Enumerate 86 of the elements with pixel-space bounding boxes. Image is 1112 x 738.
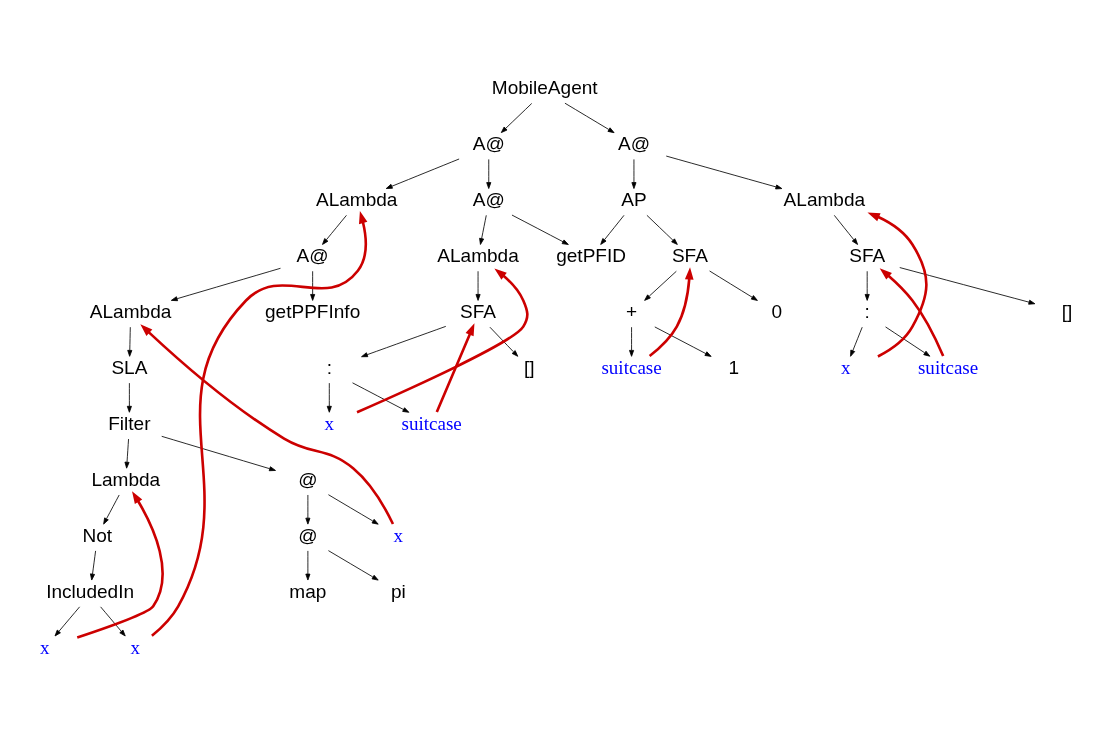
node-text: SFA <box>671 244 708 266</box>
arrow <box>305 550 311 580</box>
arrow <box>600 214 625 245</box>
arrow <box>54 605 81 636</box>
arrow <box>151 210 368 637</box>
arrow <box>326 382 332 413</box>
arrow <box>648 266 694 357</box>
arrow <box>511 214 569 245</box>
node-text: suitcase <box>601 356 662 378</box>
arrow <box>631 158 637 189</box>
arrow <box>665 155 783 189</box>
node-text: Filter <box>108 412 151 434</box>
node-text: A@ <box>472 188 505 210</box>
arrow <box>654 326 712 357</box>
node-text: ALambda <box>437 244 519 266</box>
node-text: SLA <box>111 356 148 378</box>
node-text: @ <box>298 524 318 546</box>
arrow <box>629 326 635 357</box>
arrow <box>103 494 120 525</box>
arrow <box>361 325 447 357</box>
arrow <box>879 267 945 357</box>
arrow <box>385 158 460 189</box>
arrow <box>479 214 487 245</box>
node-text: 0 <box>771 300 783 322</box>
node-text: A@ <box>617 132 650 154</box>
node-text: ALambda <box>89 300 172 322</box>
arrow <box>489 326 519 357</box>
node-text: MobileAgent <box>491 76 598 98</box>
arrow <box>867 211 928 358</box>
arrow <box>475 270 481 301</box>
node-text: x <box>130 636 141 658</box>
arrow <box>709 270 758 301</box>
arrow <box>850 326 863 357</box>
arrow <box>126 382 132 413</box>
arrow <box>644 270 677 301</box>
node-text: map <box>289 580 327 602</box>
node-text: A@ <box>472 132 505 154</box>
node-text: [] <box>523 356 535 378</box>
node-text: [] <box>1061 300 1073 322</box>
arrow <box>76 490 164 639</box>
arrow <box>435 322 475 413</box>
arrow <box>328 493 379 525</box>
arrow <box>885 326 931 357</box>
node-text: : <box>864 300 870 322</box>
arrow <box>140 323 395 525</box>
node-text: @ <box>298 468 318 490</box>
node-text: x <box>40 636 50 658</box>
arrow <box>864 270 870 301</box>
node-text: A@ <box>296 244 329 266</box>
node-text: pi <box>390 580 406 602</box>
node-text: x <box>393 524 404 546</box>
arrow <box>100 605 126 636</box>
node-text: suitcase <box>917 356 979 378</box>
node-text: getPFID <box>556 244 627 266</box>
arrow <box>899 266 1036 305</box>
arrow <box>833 214 858 245</box>
arrow <box>486 158 492 189</box>
arrow <box>322 214 347 245</box>
arrow <box>161 435 276 471</box>
node-text: + <box>626 300 638 322</box>
arrow <box>127 326 133 357</box>
node-text: Lambda <box>91 468 161 490</box>
node-text: Not <box>82 524 113 546</box>
node-text: x <box>324 412 335 434</box>
node-text: ALambda <box>315 188 398 210</box>
node-text: AP <box>621 188 647 210</box>
node-text: suitcase <box>401 412 462 434</box>
node-text: ALambda <box>783 188 866 210</box>
arrow <box>170 267 281 301</box>
node-text: SFA <box>849 244 886 266</box>
arrow <box>328 549 379 581</box>
node-text: IncludedIn <box>46 580 135 602</box>
arrow <box>124 438 130 469</box>
node-text: x <box>841 356 851 378</box>
arrow <box>305 494 311 525</box>
arrow <box>90 550 96 580</box>
arrow <box>310 270 316 301</box>
node-text: SFA <box>460 300 497 322</box>
arrow <box>500 102 533 133</box>
arrow <box>356 268 529 413</box>
arrow <box>646 214 678 245</box>
arrow <box>352 381 410 413</box>
node-text: getPPFInfo <box>265 300 361 322</box>
arrow <box>564 102 615 133</box>
node-text: : <box>326 356 332 378</box>
node-text: 1 <box>728 356 740 378</box>
